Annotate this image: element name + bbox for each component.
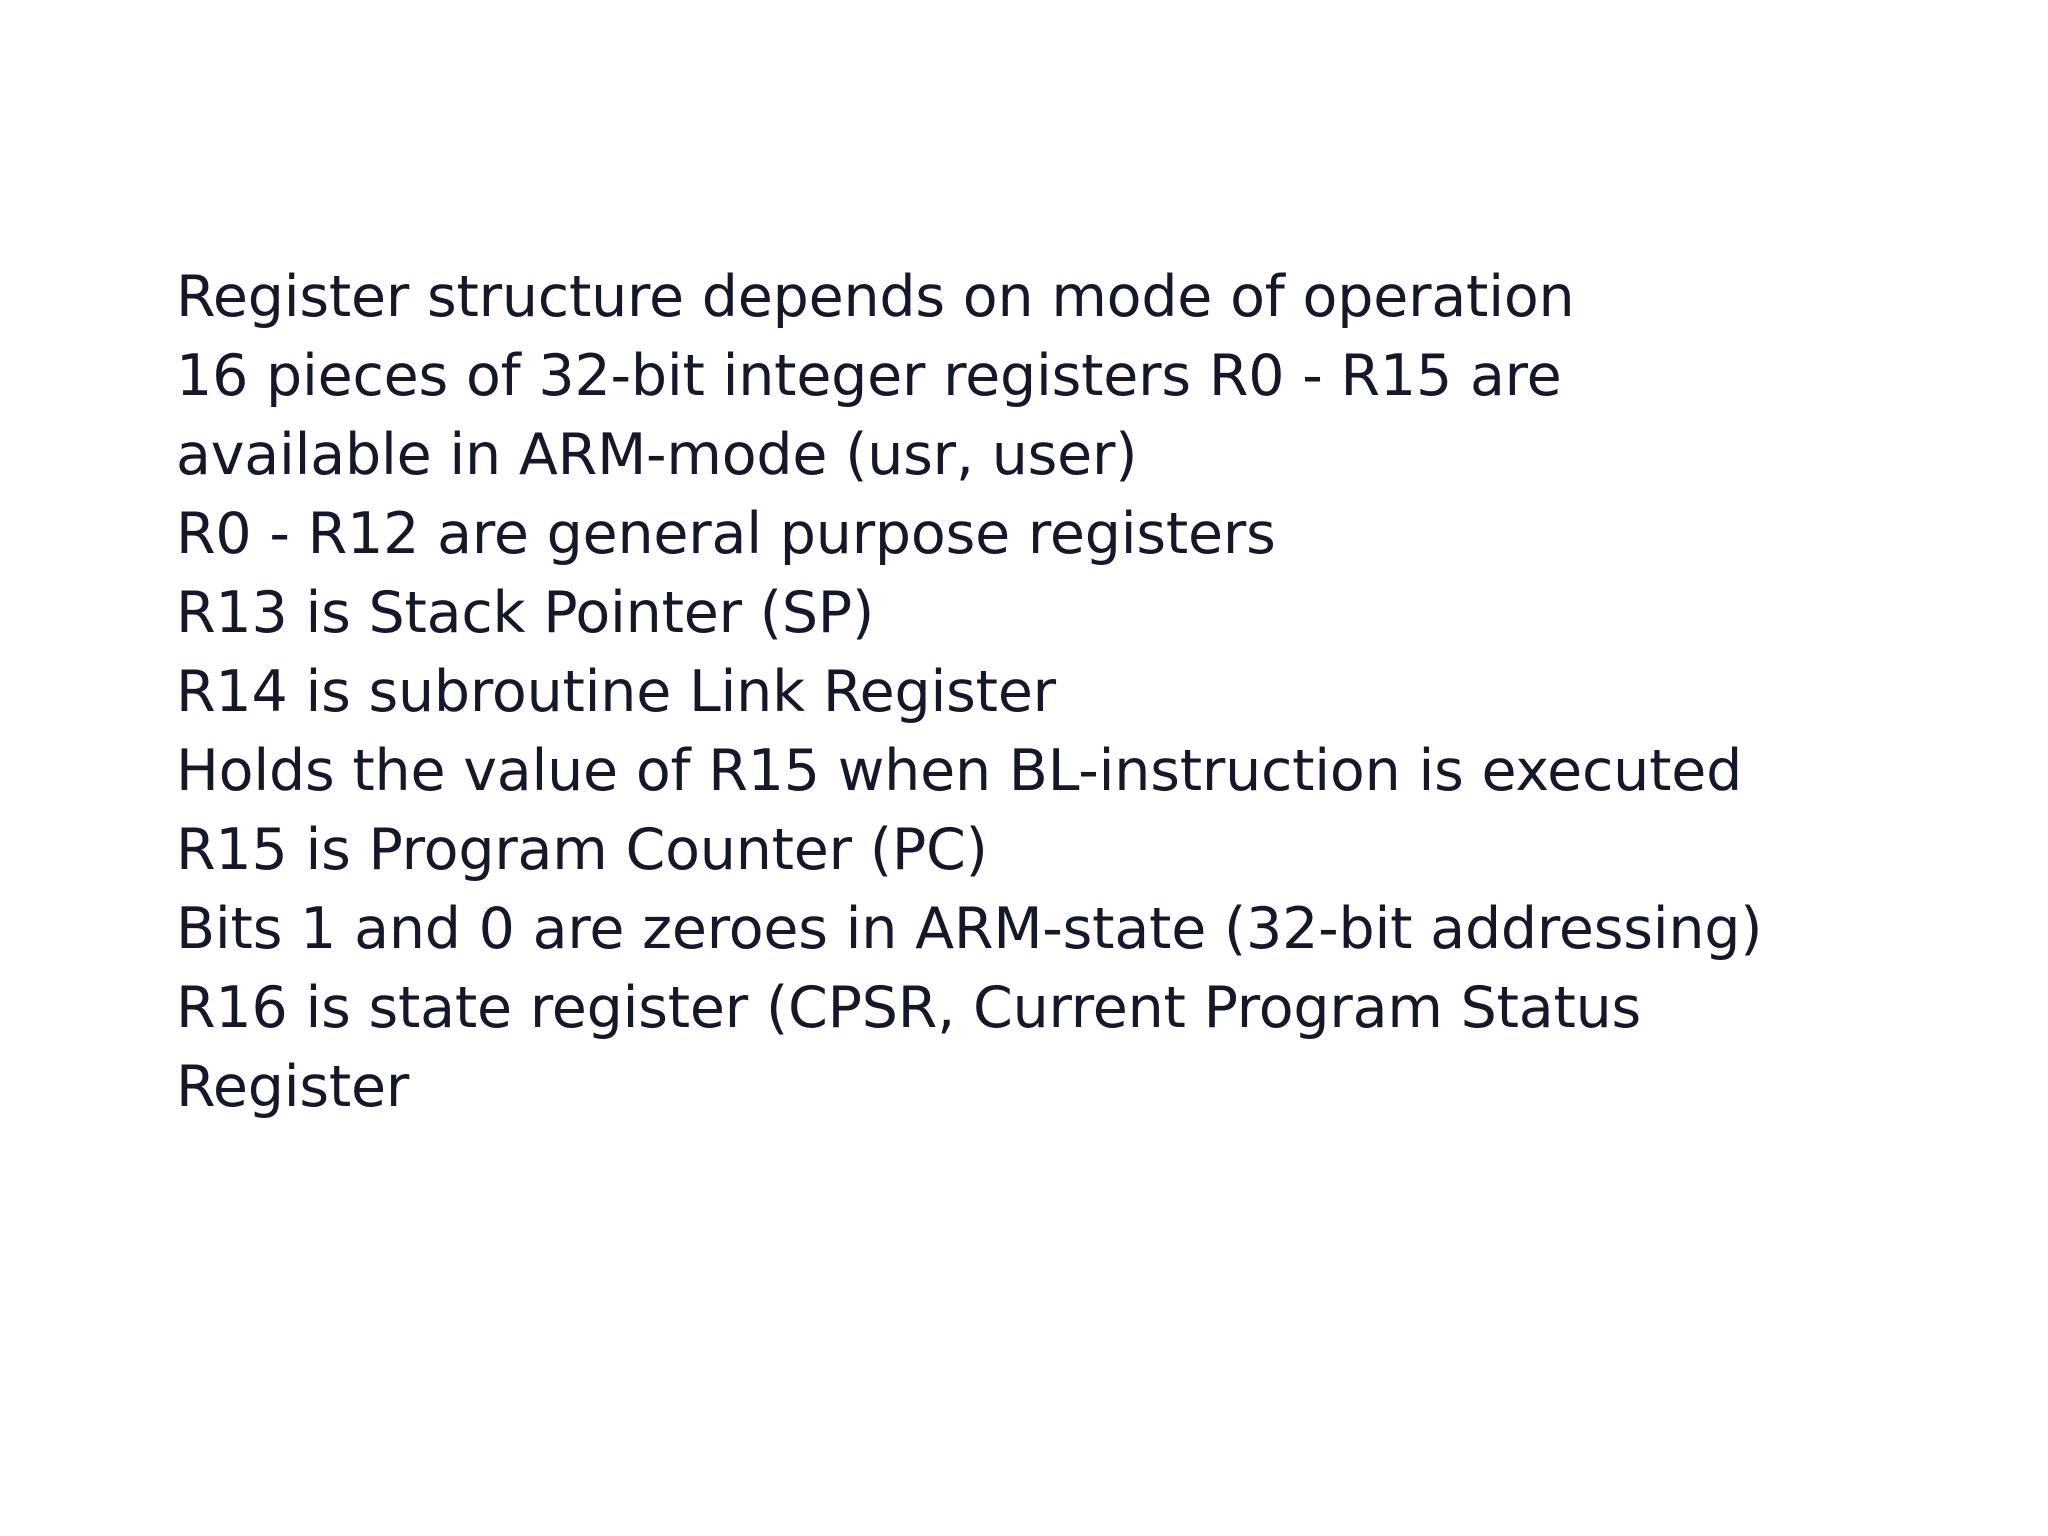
text-line: Holds the value of R15 when BL-instructi…	[176, 738, 1743, 804]
text-line: R15 is Program Counter (PC)	[176, 817, 988, 883]
text-line: Register structure depends on mode of op…	[176, 264, 1575, 330]
text-line: R0 - R12 are general purpose registers	[176, 501, 1276, 567]
text-line: Bits 1 and 0 are zeroes in ARM-state (32…	[176, 896, 1763, 962]
slide-body-text: Register structure depends on mode of op…	[176, 258, 1956, 1127]
text-line: 16 pieces of 32-bit integer registers R0…	[176, 343, 1562, 409]
text-line: R13 is Stack Pointer (SP)	[176, 580, 875, 646]
text-line: R16 is state register (CPSR, Current Pro…	[176, 975, 1642, 1041]
text-line: available in ARM-mode (usr, user)	[176, 422, 1138, 488]
text-line: Register	[176, 1054, 410, 1120]
text-line: R14 is subroutine Link Register	[176, 659, 1056, 725]
